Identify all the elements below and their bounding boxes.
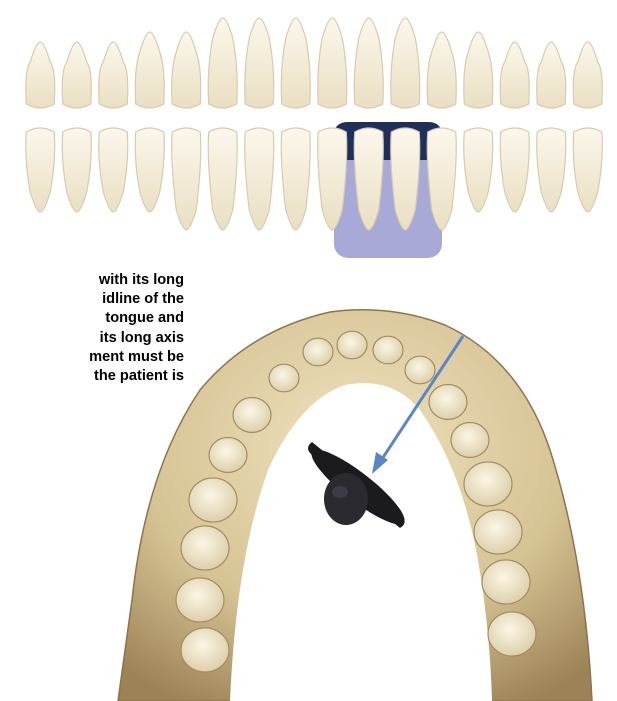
lower-tooth — [281, 128, 310, 230]
mandible-tooth — [209, 438, 247, 473]
mandible-tooth — [337, 331, 367, 359]
upper-tooth — [135, 32, 164, 108]
mandible-tooth — [303, 338, 333, 366]
caption-line: ment must be — [0, 348, 184, 367]
mandible-tooth — [464, 462, 512, 506]
mandible-tooth — [482, 560, 530, 604]
lower-tooth — [464, 128, 493, 212]
upper-tooth — [500, 42, 529, 108]
lower-tooth — [26, 128, 55, 212]
upper-tooth — [62, 42, 91, 108]
upper-tooth — [354, 18, 383, 108]
lower-tooth — [573, 128, 602, 212]
caption-line: the patient is — [0, 367, 184, 386]
upper-tooth — [573, 42, 602, 108]
upper-tooth — [537, 42, 566, 108]
mandible-tooth — [474, 510, 522, 554]
mandible-tooth — [181, 628, 229, 672]
mandible-tooth — [189, 478, 237, 522]
upper-tooth — [208, 18, 237, 108]
lower-tooth — [62, 128, 91, 212]
lower-tooth — [208, 128, 237, 230]
lower-tooth — [245, 128, 274, 230]
mandible-tooth — [451, 423, 489, 458]
upper-tooth — [318, 18, 347, 108]
mandible-tooth — [233, 398, 271, 433]
mandible-tooth — [488, 612, 536, 656]
upper-teeth-diagram-icon — [26, 18, 603, 108]
upper-tooth — [464, 32, 493, 108]
instruction-caption: with its long idline of the tongue and i… — [0, 271, 184, 386]
caption-line: its long axis — [0, 329, 184, 348]
lower-tooth — [135, 128, 164, 212]
mandible-tooth — [176, 578, 224, 622]
anterior-region-highlight — [334, 122, 442, 258]
upper-tooth — [245, 18, 274, 108]
lower-tooth — [172, 128, 201, 230]
lower-tooth — [537, 128, 566, 212]
upper-tooth — [427, 32, 456, 108]
caption-line: idline of the — [0, 290, 184, 309]
mandible-tooth — [181, 526, 229, 570]
lower-tooth — [500, 128, 529, 212]
caption-line: tongue and — [0, 309, 184, 328]
caption-line: with its long — [0, 271, 184, 290]
upper-tooth — [172, 32, 201, 108]
upper-tooth — [99, 42, 128, 108]
mandible-tooth — [269, 364, 299, 392]
mandible-tooth — [429, 385, 467, 420]
upper-tooth — [391, 18, 420, 108]
upper-tooth — [26, 42, 55, 108]
mandible-tooth — [373, 336, 403, 364]
upper-tooth — [281, 18, 310, 108]
lower-teeth-diagram-icon — [26, 128, 603, 230]
mandible-tooth — [405, 356, 435, 384]
lower-tooth — [99, 128, 128, 212]
